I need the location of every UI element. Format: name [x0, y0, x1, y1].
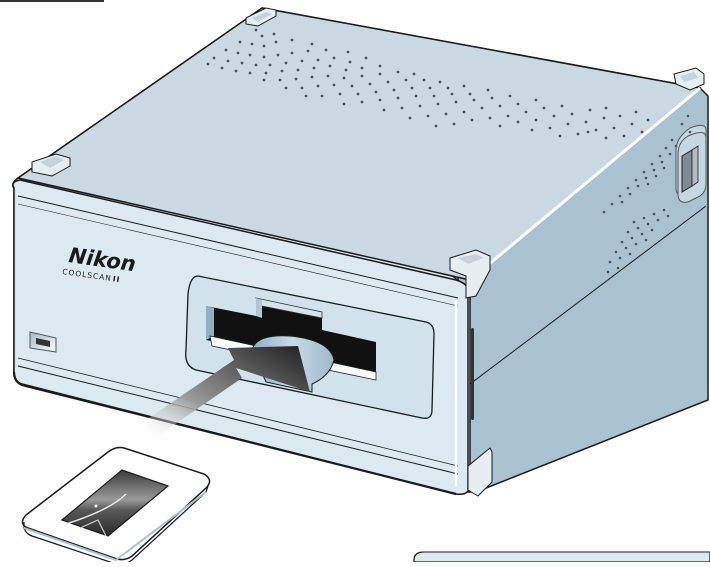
film-slide-mount [21, 446, 211, 566]
header-rule [0, 0, 104, 2]
corner-bumper-bottom-front-right [467, 447, 493, 497]
side-vent-grille [602, 114, 692, 274]
corner-bumper-top-left [31, 153, 71, 177]
top-vent-grille [206, 28, 650, 140]
insertion-arrow [146, 346, 310, 440]
corner-bumper-top-right [673, 67, 705, 91]
callout-box-edge [413, 551, 710, 563]
side-handle-recess [677, 132, 707, 203]
side-indicator-slot [471, 328, 474, 420]
corner-bumper-top-front-right [449, 249, 491, 299]
power-indicator-button [29, 331, 57, 353]
corner-bumper-top-back [245, 7, 277, 27]
scanner-illustration: Nikon COOLSCANII [11, 7, 710, 566]
